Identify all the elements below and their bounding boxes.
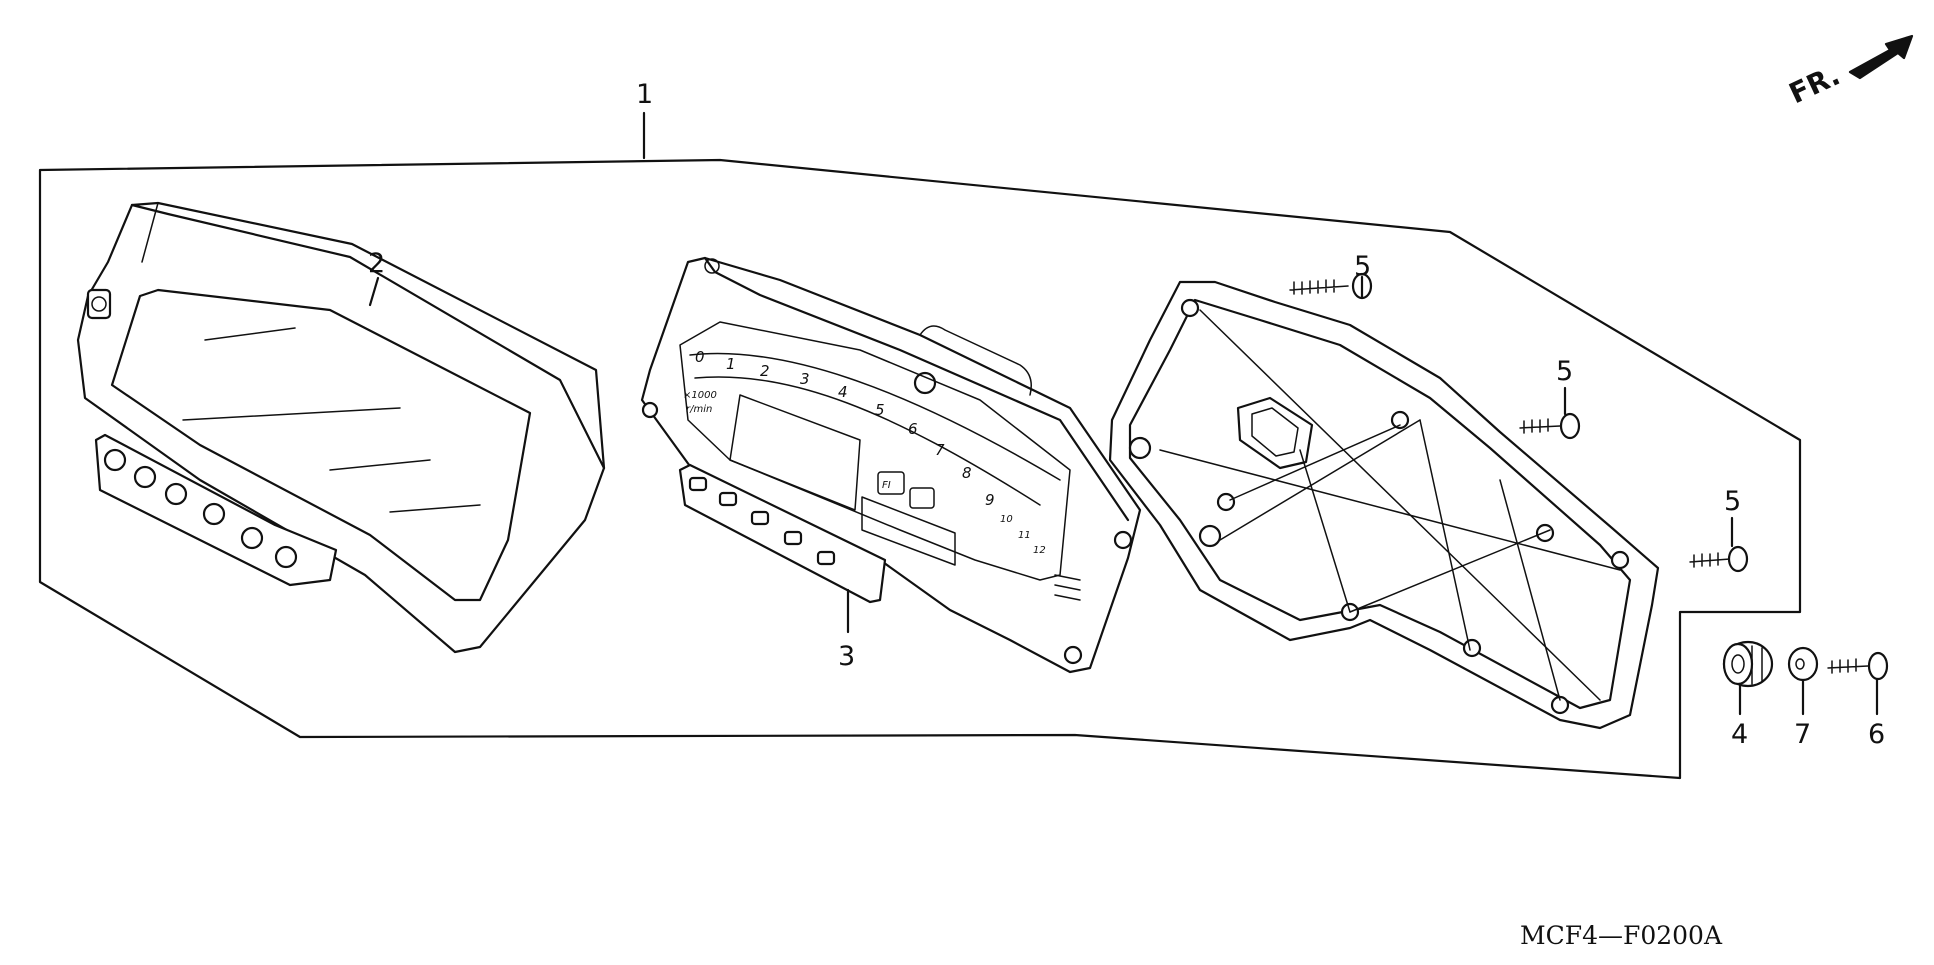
scale-number: 9: [985, 491, 995, 509]
callout-7: 7: [1794, 719, 1811, 750]
callout-6: 6: [1868, 719, 1885, 750]
arrow-right-icon: [1848, 34, 1914, 80]
scale-number: 7: [935, 441, 945, 459]
figure-code: MCF4—F0200A: [1520, 921, 1723, 950]
callout-2: 2: [368, 248, 385, 279]
assembly-boundary: [38, 158, 1802, 780]
leader-2: [368, 276, 380, 307]
scale-number: 5: [875, 401, 885, 419]
direction-label: FR.: [1784, 59, 1845, 111]
scale-number: 4: [838, 383, 848, 401]
scale-number: 10: [1000, 514, 1013, 525]
callout-4: 4: [1731, 719, 1748, 750]
callout-1: 1: [636, 79, 653, 110]
scale-number: 11: [1018, 530, 1031, 541]
scale-number: 12: [1033, 545, 1046, 556]
unit-sub-label: r/min: [686, 404, 712, 415]
meter-case: [76, 201, 606, 654]
callout-5c: 5: [1724, 486, 1741, 517]
screw-5c: [1689, 545, 1749, 573]
callout-3: 3: [838, 641, 855, 672]
callout-5b: 5: [1556, 356, 1573, 387]
scale-number: 6: [908, 420, 918, 438]
scale-number: 3: [800, 370, 810, 388]
scale-number: 8: [962, 464, 972, 482]
meter-unit: FI: [640, 256, 1142, 674]
rear-cover: [1108, 280, 1660, 730]
washer-7: [1787, 646, 1819, 682]
screw-6: [1827, 651, 1889, 681]
scale-number: 1: [726, 355, 736, 373]
callout-5a: 5: [1354, 251, 1371, 282]
screw-5b: [1519, 412, 1581, 440]
grommet-4: [1722, 640, 1774, 688]
front-direction-indicator: FR.: [1784, 34, 1914, 111]
scale-number: 2: [760, 362, 770, 380]
tach-scale: 0 1 2 3 4 5 6 7 8 9 10 11 12 ×1000 r/min: [683, 348, 1046, 556]
indicator-fi: FI: [882, 480, 891, 491]
scale-number: 0: [695, 348, 705, 366]
unit-label: ×1000: [683, 390, 717, 401]
